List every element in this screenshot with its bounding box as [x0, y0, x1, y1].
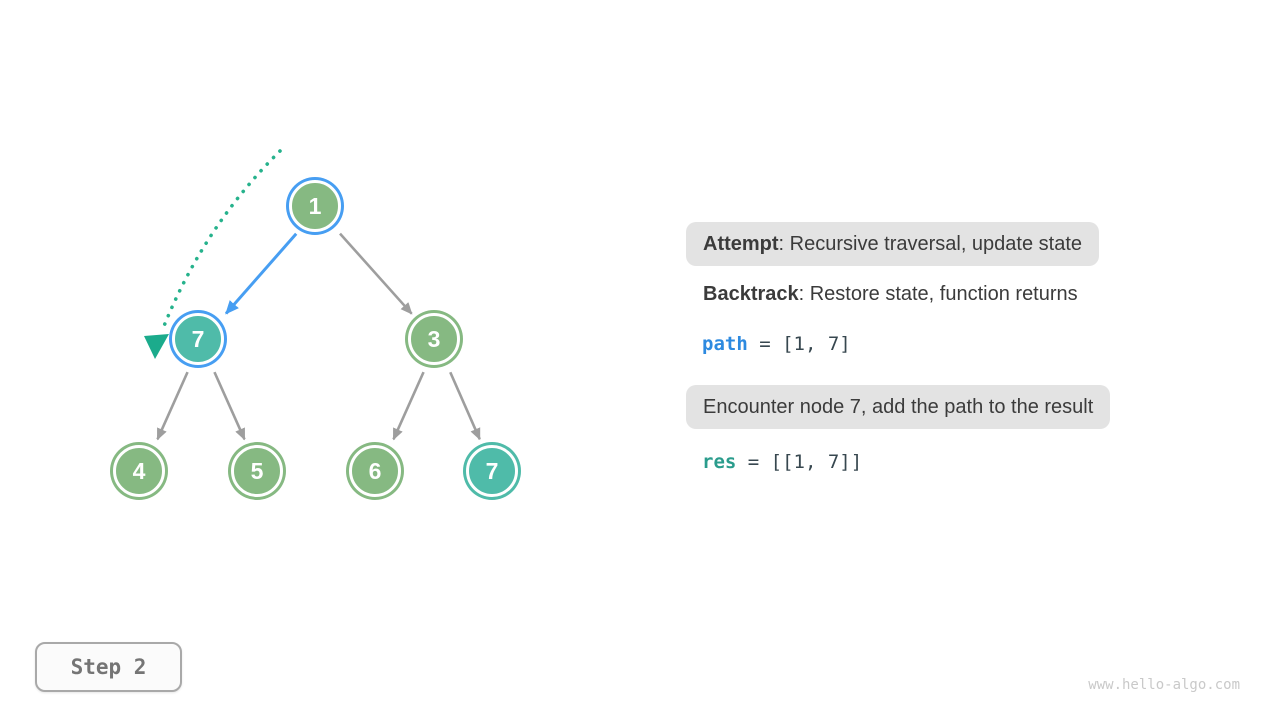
step-badge: Step 2 — [35, 642, 182, 692]
tree-node-7: 7 — [172, 313, 224, 365]
tree-node-5: 5 — [231, 445, 283, 497]
tree-edge — [339, 232, 413, 315]
encounter-callout: Encounter node 7, add the path to the re… — [686, 385, 1111, 429]
tree-node-6: 6 — [349, 445, 401, 497]
encounter-text: Encounter node 7, add the path to the re… — [703, 396, 1094, 418]
attempt-callout: Attempt: Recursive traversal, update sta… — [686, 222, 1100, 266]
backtrack-trace-dotted-curve — [160, 149, 282, 333]
backtrack-trace-arrowhead — [144, 334, 169, 359]
attempt-text: : Recursive traversal, update state — [778, 233, 1083, 255]
path-variable-name: path — [702, 333, 748, 355]
res-variable-line: res = [[1, 7]] — [702, 447, 862, 477]
tree-edge — [392, 371, 425, 441]
res-variable-name: res — [702, 451, 737, 473]
tree-node-7: 7 — [466, 445, 518, 497]
tree-node-4: 4 — [113, 445, 165, 497]
tree-edge — [213, 371, 246, 441]
tree-node-3: 3 — [408, 313, 460, 365]
res-variable-value: = [[1, 7]] — [736, 451, 863, 473]
tree-edge — [156, 371, 189, 441]
tree-edge — [449, 371, 481, 441]
backtrack-text: : Restore state, function returns — [798, 283, 1078, 305]
step-badge-label: Step 2 — [70, 655, 147, 679]
tree-node-1: 1 — [289, 180, 341, 232]
path-variable-line: path = [1, 7] — [702, 329, 851, 359]
watermark: www.hello-algo.com — [1088, 677, 1240, 693]
attempt-label: Attempt — [703, 233, 779, 255]
backtrack-label: Backtrack — [703, 283, 799, 305]
path-variable-value: = [1, 7] — [747, 333, 851, 355]
backtrack-line: Backtrack: Restore state, function retur… — [703, 272, 1078, 316]
tree-edge — [224, 232, 298, 315]
